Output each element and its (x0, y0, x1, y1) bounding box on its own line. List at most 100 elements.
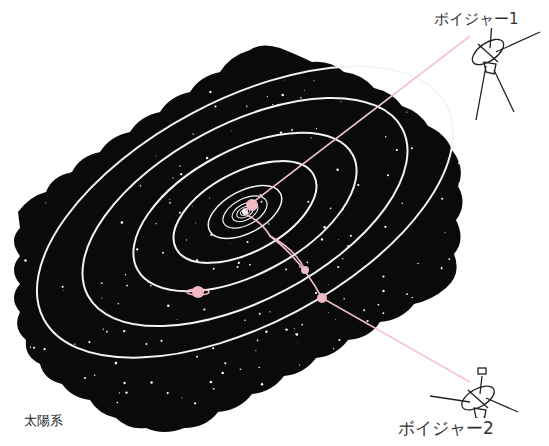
star (417, 263, 418, 264)
star (79, 409, 81, 411)
star (315, 292, 317, 294)
star (300, 97, 302, 99)
star (384, 226, 386, 228)
star (427, 61, 428, 62)
star (196, 356, 198, 358)
star (335, 355, 337, 357)
star (313, 80, 314, 81)
star (29, 76, 31, 78)
planet (192, 286, 204, 298)
star (126, 285, 128, 287)
star (210, 381, 213, 384)
star (194, 402, 196, 404)
star (234, 40, 236, 42)
star (269, 311, 270, 312)
star (291, 129, 293, 131)
star (136, 248, 138, 250)
star (203, 308, 205, 310)
star (30, 347, 31, 348)
star (431, 61, 433, 63)
star (338, 238, 340, 240)
star (408, 365, 409, 366)
star (348, 421, 350, 423)
star (162, 100, 163, 101)
star (334, 431, 336, 433)
star (180, 173, 182, 175)
star (386, 364, 388, 366)
star (84, 377, 86, 379)
star (100, 51, 102, 53)
star (261, 383, 263, 385)
star (445, 232, 446, 233)
star (468, 256, 469, 257)
star (342, 258, 343, 259)
star (291, 425, 293, 427)
star (458, 162, 460, 164)
star (146, 343, 148, 345)
star (356, 353, 358, 355)
star (272, 104, 273, 105)
star (411, 147, 413, 149)
star (307, 201, 309, 203)
star (333, 348, 334, 349)
star (9, 408, 10, 409)
star (445, 319, 446, 320)
star (10, 373, 12, 375)
star (150, 285, 152, 287)
star (316, 128, 317, 129)
star (441, 267, 443, 269)
star (265, 331, 267, 333)
star (125, 391, 127, 393)
planet-ring (187, 289, 209, 295)
star (62, 286, 64, 288)
star (21, 159, 23, 161)
star (162, 252, 164, 254)
star (379, 81, 381, 83)
star (434, 350, 436, 352)
star (338, 339, 340, 341)
star (302, 408, 304, 410)
star (199, 71, 200, 72)
star (186, 239, 187, 240)
star (123, 330, 125, 332)
star (229, 242, 231, 244)
star (68, 171, 70, 173)
star (63, 290, 65, 292)
star (301, 324, 303, 326)
star (124, 128, 126, 130)
star (215, 105, 217, 107)
star (246, 241, 248, 243)
star (406, 293, 408, 295)
star (336, 169, 338, 171)
star (212, 347, 214, 349)
star (448, 68, 449, 69)
space-ground (14, 45, 463, 432)
probe-label: ボイジャー1 (432, 10, 521, 28)
star (466, 69, 468, 71)
star (238, 262, 240, 264)
star (427, 344, 428, 345)
star (357, 184, 359, 186)
star (378, 367, 380, 369)
star (36, 149, 38, 151)
star (448, 258, 450, 260)
star (267, 96, 268, 97)
star (237, 266, 239, 268)
star (406, 111, 407, 112)
star (261, 201, 263, 203)
star (74, 343, 75, 344)
star (99, 48, 101, 50)
star (179, 212, 181, 214)
star (296, 333, 298, 335)
star (303, 89, 305, 91)
star (224, 40, 225, 41)
star (281, 94, 283, 96)
star (116, 402, 118, 404)
star (343, 298, 345, 300)
star (310, 137, 311, 138)
star (381, 88, 383, 90)
star (300, 388, 302, 390)
star (368, 375, 370, 377)
